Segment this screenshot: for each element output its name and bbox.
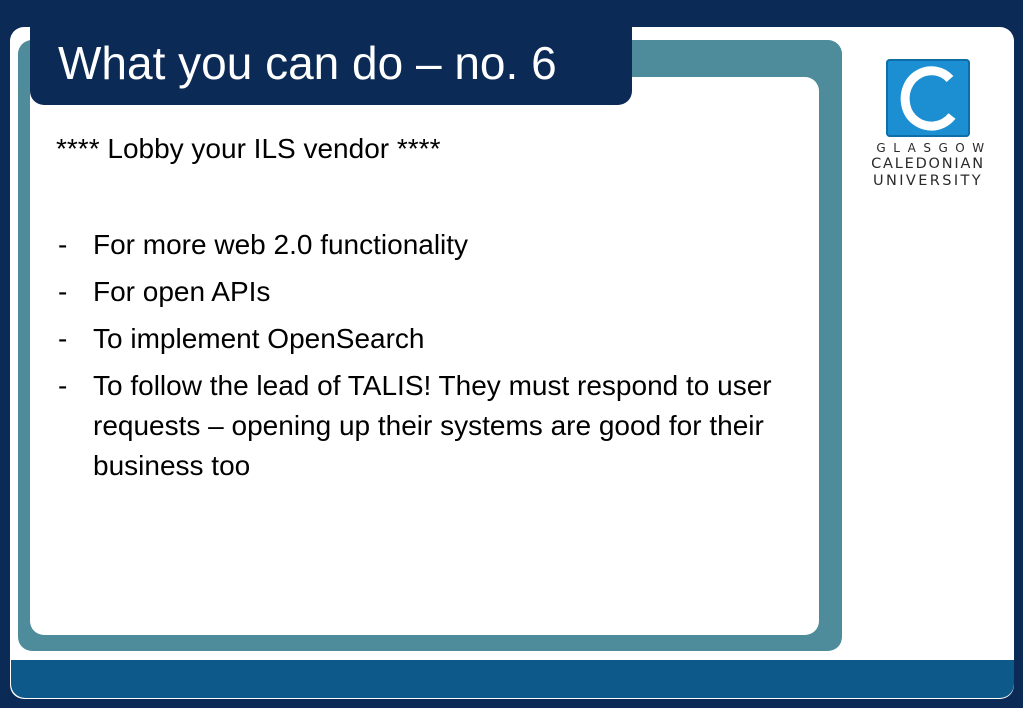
intro-text: **** Lobby your ILS vendor **** [56, 133, 441, 164]
university-logo: GLASGOW CALEDONIAN UNIVERSITY [856, 59, 1000, 189]
logo-text-line3: UNIVERSITY [872, 173, 984, 189]
bullet-text: For open APIs [93, 276, 271, 307]
logo-text-line1: GLASGOW [876, 141, 992, 155]
bullet-dash: - [58, 276, 68, 307]
letter-c-logo-icon [886, 59, 970, 137]
slide-title: What you can do – no. 6 [58, 37, 557, 89]
bullet-dash: - [58, 370, 68, 401]
list-item: - To follow the lead of TALIS! They must… [56, 366, 801, 486]
bullet-dash: - [58, 323, 68, 354]
content-area [30, 77, 819, 635]
list-item: - For open APIs [56, 272, 801, 312]
bullet-text: To implement OpenSearch [93, 323, 425, 354]
bullet-text: For more web 2.0 functionality [93, 229, 469, 260]
bullet-dash: - [58, 229, 68, 260]
list-item: - To implement OpenSearch [56, 319, 801, 359]
title-bar: What you can do – no. 6 [30, 25, 632, 105]
bullet-list: - For more web 2.0 functionality - For o… [56, 225, 801, 493]
bullet-text: To follow the lead of TALIS! They must r… [93, 370, 772, 481]
footer-bar [11, 660, 1014, 698]
logo-text-line2: CALEDONIAN [871, 156, 985, 172]
list-item: - For more web 2.0 functionality [56, 225, 801, 265]
